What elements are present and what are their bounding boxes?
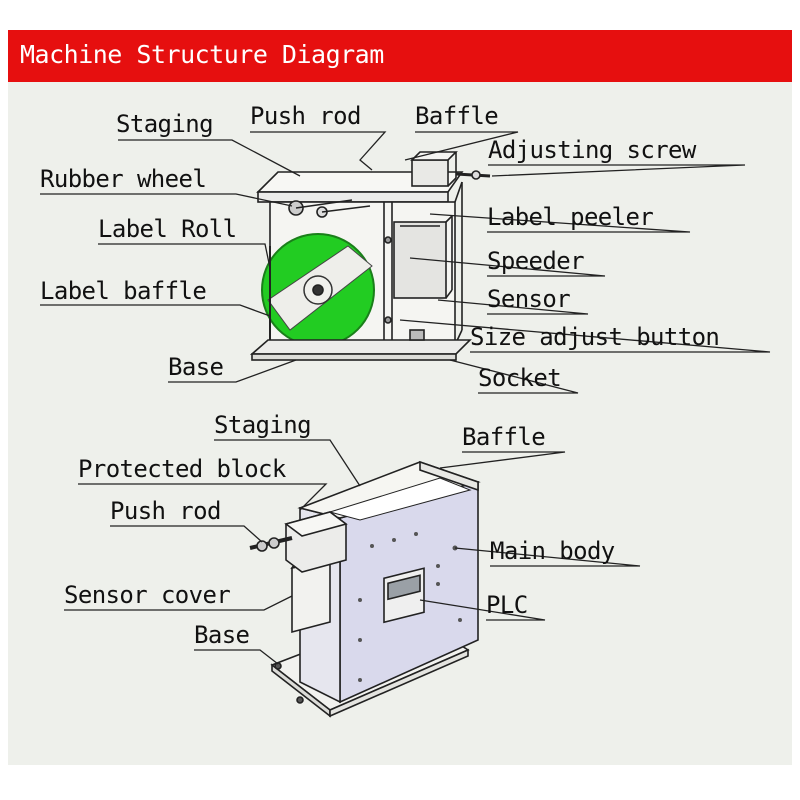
label-sensor: Sensor — [487, 285, 571, 313]
label-main-body: Main body — [490, 537, 615, 565]
label-label-roll: Label Roll — [98, 215, 237, 243]
top-speeder-box — [393, 221, 447, 299]
label-push-rod-bottom: Push rod — [110, 497, 221, 525]
label-base-bottom: Base — [194, 621, 250, 649]
bottom-machine — [249, 460, 481, 718]
bottom-leader-lines — [64, 439, 641, 665]
label-speeder: Speeder — [487, 247, 585, 275]
top-baffle-block — [411, 159, 449, 187]
label-push-rod-top: Push rod — [250, 102, 361, 130]
label-sensor-cover: Sensor cover — [64, 581, 231, 609]
label-adjusting-screw: Adjusting screw — [488, 136, 696, 164]
label-base-top: Base — [168, 353, 224, 381]
bottom-sensor-cover — [291, 559, 331, 634]
label-protected-block: Protected block — [78, 455, 286, 483]
label-plc: PLC — [486, 591, 528, 619]
bottom-baffle — [419, 460, 479, 492]
label-baffle-bottom: Baffle — [462, 423, 546, 451]
title-banner — [8, 30, 792, 82]
top-staging-rail — [257, 191, 449, 203]
top-base-plate — [249, 339, 472, 355]
label-staging-top: Staging — [116, 110, 214, 138]
label-staging-bottom: Staging — [214, 411, 312, 439]
label-rubber-wheel: Rubber wheel — [40, 165, 207, 193]
top-leader-lines — [40, 131, 771, 394]
top-socket — [409, 329, 425, 341]
label-label-baffle: Label baffle — [40, 277, 207, 305]
label-socket: Socket — [478, 364, 562, 392]
label-baffle-top: Baffle — [415, 102, 499, 130]
label-label-peeler: Label peeler — [487, 203, 654, 231]
label-size-adjust-button: Size adjust button — [470, 323, 720, 351]
top-machine — [249, 151, 491, 361]
diagram-title: Machine Structure Diagram — [20, 40, 384, 69]
